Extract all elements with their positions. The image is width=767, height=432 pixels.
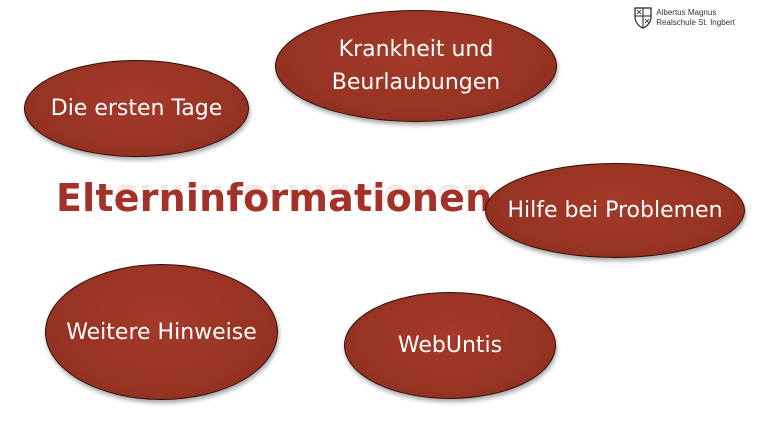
page-title-reflection: Elterninformationen (56, 176, 489, 220)
bubble-krankheit[interactable]: Krankheit und Beurlaubungen (275, 10, 557, 122)
bubble-webuntis-label: WebUntis (397, 333, 503, 358)
school-shield-icon (634, 7, 652, 29)
bubble-erste-tage[interactable]: Die ersten Tage (24, 60, 249, 157)
bubble-krankheit-label: Krankheit und Beurlaubungen (331, 37, 501, 95)
bubble-hilfe[interactable]: Hilfe bei Problemen (485, 163, 745, 258)
bubble-weitere-hinweise-label: Weitere Hinweise (66, 319, 257, 345)
school-name-line2: Realschule St. Ingbert (656, 18, 735, 27)
school-name: Albertus Magnus Realschule St. Ingbert (656, 8, 735, 28)
page-title: Elterninformationen (56, 176, 493, 220)
bubble-webuntis[interactable]: WebUntis (344, 292, 556, 399)
bubble-weitere-hinweise[interactable]: Weitere Hinweise (45, 264, 278, 400)
bubble-erste-tage-label: Die ersten Tage (50, 96, 223, 121)
school-logo: Albertus Magnus Realschule St. Ingbert (634, 7, 735, 29)
title-block: Elterninformationen Elterninformationen (56, 176, 492, 256)
bubble-hilfe-label: Hilfe bei Problemen (507, 198, 723, 223)
school-name-line1: Albertus Magnus (656, 8, 717, 17)
